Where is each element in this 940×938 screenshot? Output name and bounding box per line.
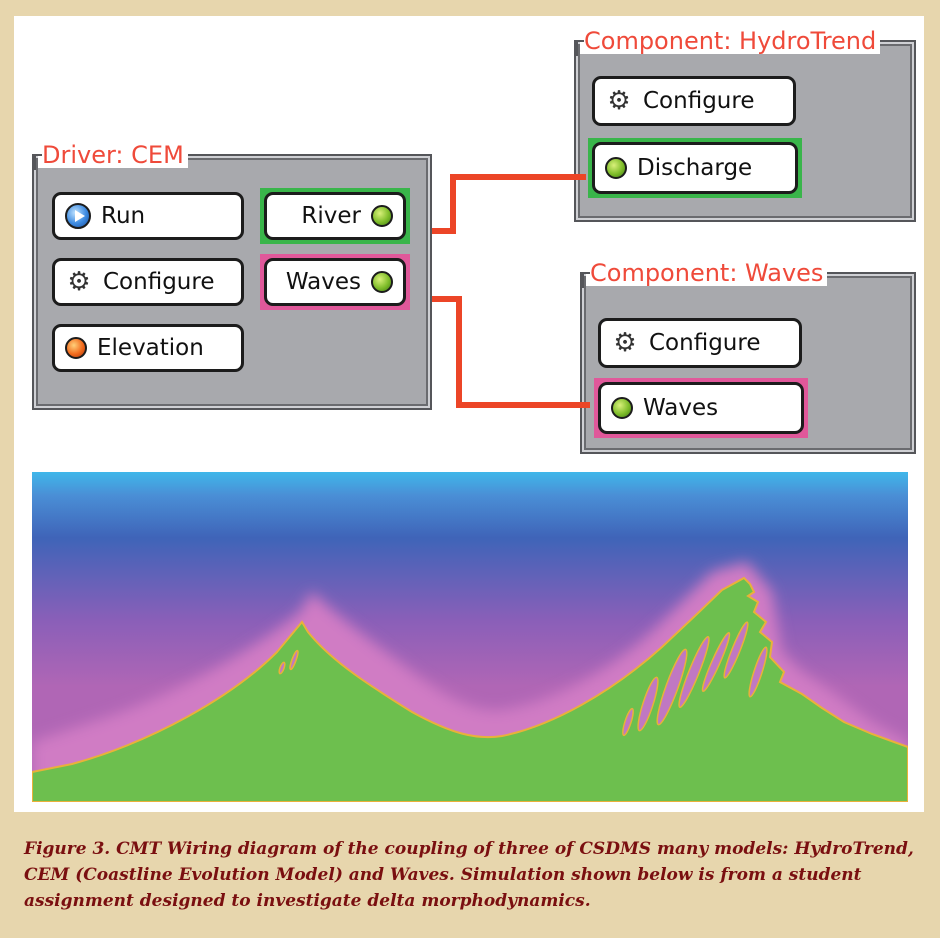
gear-icon: ⚙: [613, 328, 637, 358]
waves-component-title: Component: Waves: [581, 260, 828, 288]
waves-configure-label: Configure: [649, 330, 761, 356]
discharge-button[interactable]: Discharge: [592, 142, 798, 194]
gear-icon: ⚙: [607, 86, 631, 116]
delta-simulation-image: [32, 472, 908, 802]
hydrotrend-title: Component: HydroTrend: [575, 28, 881, 56]
driver-cem-title: Driver: CEM: [34, 142, 188, 170]
figure-caption: Figure 3. CMT Wiring diagram of the coup…: [24, 839, 914, 911]
driver-cem-window: Driver: CEM Run ⚙ Configure Elevation Ri…: [32, 142, 432, 410]
status-dot-icon: [371, 205, 393, 227]
waves-port-label: Waves: [285, 269, 361, 295]
configure-button[interactable]: ⚙ Configure: [52, 258, 244, 306]
run-label: Run: [101, 203, 146, 229]
waves-provides-button[interactable]: Waves: [598, 382, 804, 434]
elevation-label: Elevation: [97, 335, 204, 361]
elevation-button[interactable]: Elevation: [52, 324, 244, 372]
status-dot-icon: [605, 157, 627, 179]
delta-land: [32, 576, 908, 802]
waves-wire-h1: [432, 296, 462, 302]
status-dot-icon: [371, 271, 393, 293]
waves-provides-label: Waves: [643, 395, 719, 421]
configure-label: Configure: [103, 269, 215, 295]
waves-wire-h2: [456, 402, 590, 408]
waves-provides-port[interactable]: Waves: [594, 378, 808, 438]
waves-window: Component: Waves ⚙ Configure Waves: [580, 260, 916, 454]
river-discharge-wire-h2: [450, 174, 586, 180]
river-discharge-wire-v: [450, 174, 456, 234]
river-port[interactable]: River: [260, 188, 410, 244]
river-label: River: [301, 203, 361, 229]
hydrotrend-configure-label: Configure: [643, 88, 755, 114]
hydrotrend-window: Component: HydroTrend ⚙ Configure Discha…: [574, 28, 916, 222]
waves-configure-button[interactable]: ⚙ Configure: [598, 318, 802, 368]
play-icon: [65, 203, 91, 229]
waves-port[interactable]: Waves: [260, 254, 410, 310]
river-button[interactable]: River: [264, 192, 406, 240]
waves-wire-v: [456, 296, 462, 408]
run-button[interactable]: Run: [52, 192, 244, 240]
status-dot-icon: [611, 397, 633, 419]
hydrotrend-configure-button[interactable]: ⚙ Configure: [592, 76, 796, 126]
elevation-status-icon: [65, 337, 87, 359]
distributary-channels: [278, 621, 768, 737]
discharge-label: Discharge: [637, 155, 753, 181]
gear-icon: ⚙: [67, 267, 91, 297]
discharge-port[interactable]: Discharge: [588, 138, 802, 198]
waves-uses-button[interactable]: Waves: [264, 258, 406, 306]
figure-panel: Driver: CEM Run ⚙ Configure Elevation Ri…: [14, 16, 924, 812]
river-discharge-wire-h1: [432, 228, 456, 234]
